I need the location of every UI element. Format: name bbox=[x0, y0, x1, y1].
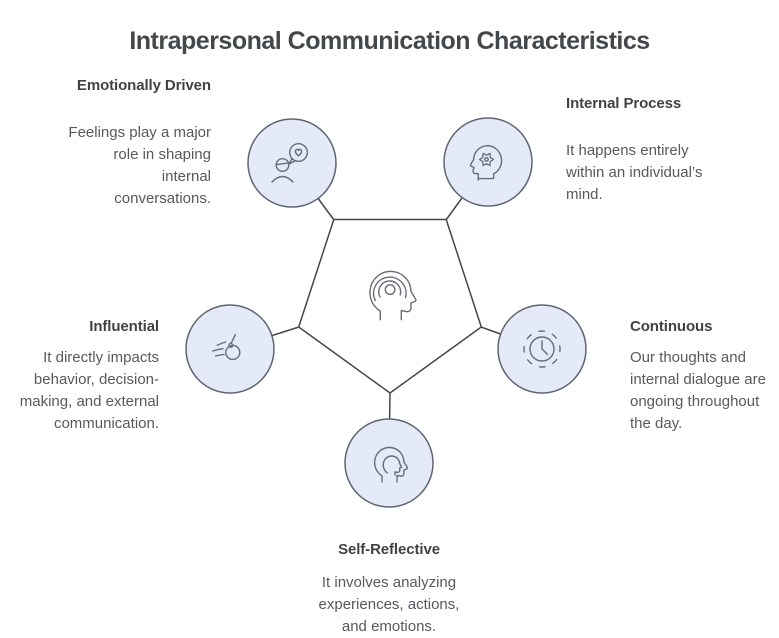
node-heading: Self-Reflective bbox=[338, 541, 440, 558]
node-description: It directly impacts behavior, decision- … bbox=[19, 349, 159, 432]
page-title: Intrapersonal Communication Characterist… bbox=[129, 26, 650, 55]
pendulum-icon bbox=[212, 333, 241, 361]
head-gear-icon bbox=[469, 145, 503, 181]
node-circle-internal-process bbox=[443, 117, 533, 207]
node-circle-influential bbox=[185, 304, 275, 394]
center-pentagon bbox=[297, 218, 483, 394]
person-heart-speech-icon bbox=[271, 142, 309, 183]
node-heading: Emotionally Driven bbox=[76, 77, 211, 94]
mind-head-icon bbox=[369, 270, 417, 321]
node-description: Feelings play a major role in shaping in… bbox=[68, 124, 211, 207]
clock-cycle-icon bbox=[523, 330, 561, 368]
node-description: It happens entirely within an individual… bbox=[566, 142, 703, 203]
node-circle-self-reflective bbox=[344, 418, 434, 508]
connector-lines bbox=[229, 161, 543, 464]
node-heading: Continuous bbox=[630, 318, 713, 335]
node-block-influential: Influential It directly impacts behavior… bbox=[9, 317, 159, 435]
node-block-internal-process: Internal Process It happens entirely wit… bbox=[566, 94, 756, 206]
node-block-continuous: Continuous Our thoughts and internal dia… bbox=[630, 317, 779, 435]
node-block-self-reflective: Self-Reflective It involves analyzing ex… bbox=[279, 540, 499, 638]
nested-heads-icon bbox=[373, 446, 409, 483]
node-description: Our thoughts and internal dialogue are o… bbox=[630, 349, 766, 432]
node-description: It involves analyzing experiences, actio… bbox=[318, 574, 460, 635]
node-heading: Internal Process bbox=[566, 95, 682, 112]
node-block-emotionally-driven: Emotionally Driven Feelings play a major… bbox=[21, 76, 211, 210]
node-heading: Influential bbox=[89, 318, 159, 335]
